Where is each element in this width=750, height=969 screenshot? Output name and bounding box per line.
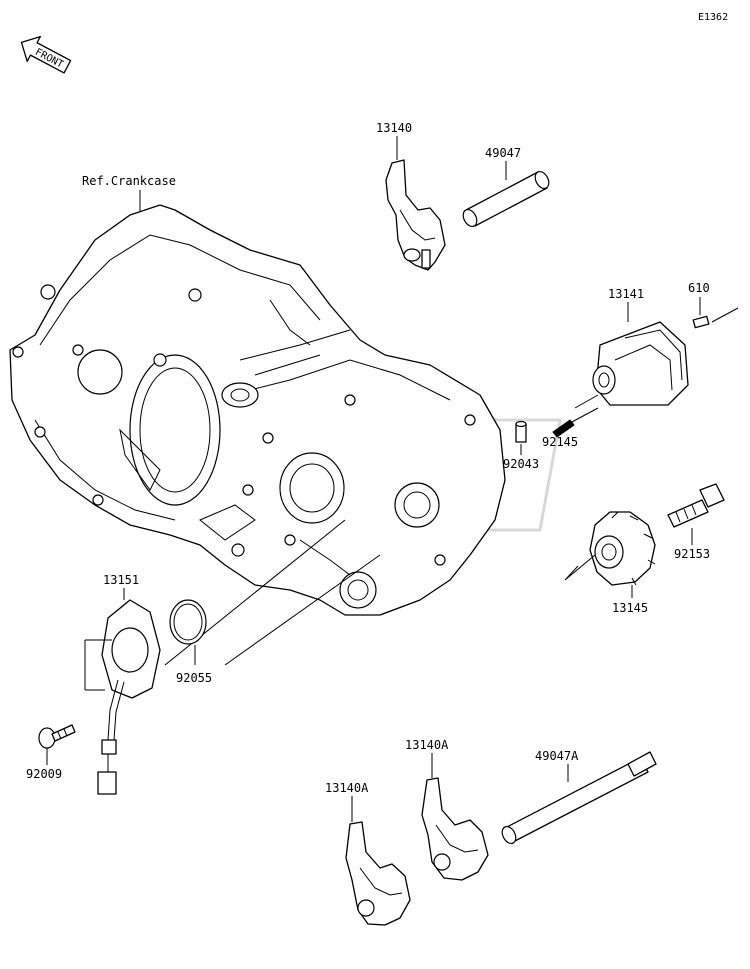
label-92055: 92055 xyxy=(176,671,212,685)
shift-cam-13145 xyxy=(589,511,656,586)
spring-92145 xyxy=(552,407,599,438)
crankcase xyxy=(9,204,506,616)
shift-drum-13141 xyxy=(592,321,689,406)
label-13141: 13141 xyxy=(608,287,644,301)
shift-rod-49047a xyxy=(501,751,657,845)
label-49047: 49047 xyxy=(485,146,521,160)
label-92145: 92145 xyxy=(542,435,578,449)
label-13140a-rear: 13140A xyxy=(405,738,449,752)
label-610: 610 xyxy=(688,281,710,295)
shift-fork-13140 xyxy=(385,159,446,271)
label-49047a: 49047A xyxy=(535,749,579,763)
label-13140a-front: 13140A xyxy=(325,781,369,795)
bolt-92153 xyxy=(667,483,725,528)
screw-92009 xyxy=(38,724,76,749)
pin-92043 xyxy=(515,420,527,443)
label-92009: 92009 xyxy=(26,767,62,781)
shift-fork-13140a-rear xyxy=(421,777,489,881)
reference-label: Ref.Crankcase xyxy=(82,174,176,188)
shift-rod-49047 xyxy=(462,170,550,228)
label-13151: 13151 xyxy=(103,573,139,587)
label-92043: 92043 xyxy=(503,457,539,471)
label-92153: 92153 xyxy=(674,547,710,561)
front-arrow-icon: FRONT xyxy=(20,35,72,74)
gear-position-sensor-13151 xyxy=(97,599,161,795)
label-13145: 13145 xyxy=(612,601,648,615)
pin-610 xyxy=(692,315,710,329)
o-ring-92055 xyxy=(169,599,207,645)
diagram-code: E1362 xyxy=(698,12,728,23)
shift-fork-13140a-front xyxy=(345,821,411,926)
label-13140: 13140 xyxy=(376,121,412,135)
